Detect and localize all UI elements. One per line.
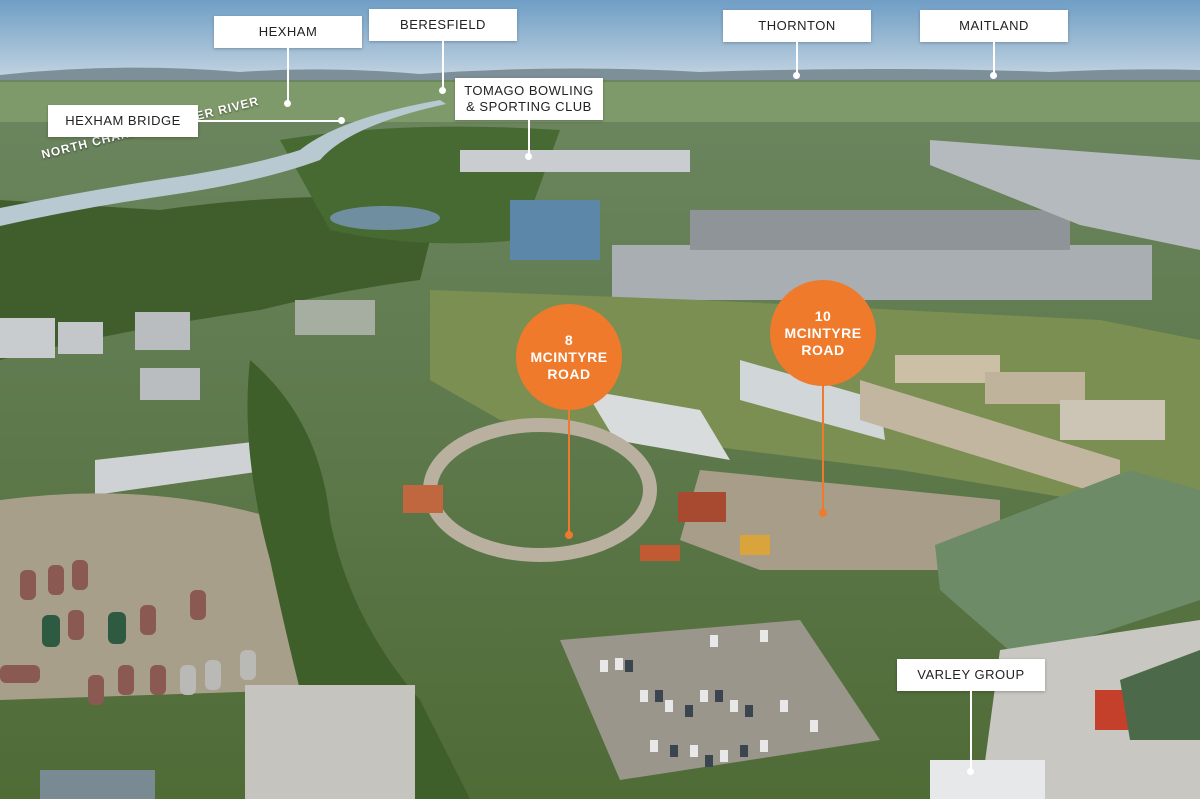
lake	[330, 206, 440, 230]
distant-hills	[0, 67, 1200, 82]
leader-thornton	[796, 42, 798, 76]
containers-shed	[678, 492, 726, 522]
dot-hexham	[284, 100, 291, 107]
label-tomago: TOMAGO BOWLING & SPORTING CLUB	[455, 78, 603, 120]
shed-left-5	[95, 440, 270, 495]
marker-10-number: 10	[814, 307, 832, 324]
smelter-towers	[510, 200, 600, 260]
distant-warehouses	[460, 150, 690, 172]
dot-beresfield	[439, 87, 446, 94]
storage-tanks-green	[42, 612, 126, 647]
label-varley: VARLEY GROUP	[897, 659, 1045, 691]
varley-office	[930, 760, 1045, 799]
marker-8-dot	[565, 531, 573, 539]
silo-plant	[245, 685, 415, 799]
container-orange	[640, 545, 680, 561]
varley-warehouse	[935, 470, 1200, 660]
storage-tanks-grey	[180, 650, 256, 695]
bottom-left-roof	[40, 770, 155, 799]
marker-8-number: 8	[564, 331, 574, 348]
marker-8-line2: ROAD	[547, 365, 591, 382]
storage-tanks	[0, 560, 206, 705]
containers-centre	[403, 485, 443, 513]
marker-8-mcintyre-road: 8 MCINTYRE ROAD	[516, 304, 622, 410]
shed-right-2	[985, 372, 1085, 404]
marker-8-line1: MCINTYRE	[530, 348, 608, 365]
shed-left-3	[135, 312, 190, 350]
label-beresfield: BERESFIELD	[369, 9, 517, 41]
shed-left-2	[58, 322, 103, 354]
leader-beresfield	[442, 41, 444, 90]
smelter-upper-building	[690, 210, 1070, 250]
marker-10-dot	[819, 509, 827, 517]
leader-tomago	[528, 120, 530, 156]
shed-10-mcintyre	[740, 360, 885, 440]
marker-8-line	[568, 408, 570, 533]
shed-right-3	[1060, 400, 1165, 440]
gravel-yard-left	[0, 493, 300, 700]
shed-left-4	[295, 300, 375, 335]
label-hexham: HEXHAM	[214, 16, 362, 48]
marker-10-line	[822, 384, 824, 512]
long-shed-right	[860, 380, 1120, 500]
leader-hexham-bridge	[198, 120, 341, 122]
marker-10-mcintyre-road: 10 MCINTYRE ROAD	[770, 280, 876, 386]
container-yellow	[740, 535, 770, 555]
smelter-main-building	[612, 245, 1152, 300]
parked-cars	[600, 630, 818, 762]
label-thornton: THORNTON	[723, 10, 871, 42]
river	[0, 100, 446, 226]
marker-10-line2: ROAD	[801, 341, 845, 358]
smelter-potlines	[930, 140, 1200, 250]
shed-8-mcintyre	[585, 390, 730, 460]
varley-green-shed	[1120, 650, 1200, 740]
shed-left-6	[140, 368, 200, 400]
leader-varley	[970, 691, 972, 771]
leader-hexham	[287, 48, 289, 103]
label-maitland: MAITLAND	[920, 10, 1068, 42]
shed-top-right	[895, 355, 1000, 383]
dot-hexham-bridge	[338, 117, 345, 124]
dot-tomago	[525, 153, 532, 160]
bushland-left	[0, 196, 440, 360]
dot-varley	[967, 768, 974, 775]
dot-maitland	[990, 72, 997, 79]
dot-thornton	[793, 72, 800, 79]
marker-10-line1: MCINTYRE	[784, 324, 862, 341]
leader-maitland	[993, 42, 995, 76]
shed-left-1	[0, 318, 55, 358]
label-hexham-bridge: HEXHAM BRIDGE	[48, 105, 198, 137]
parked-cars-dark	[625, 660, 753, 767]
